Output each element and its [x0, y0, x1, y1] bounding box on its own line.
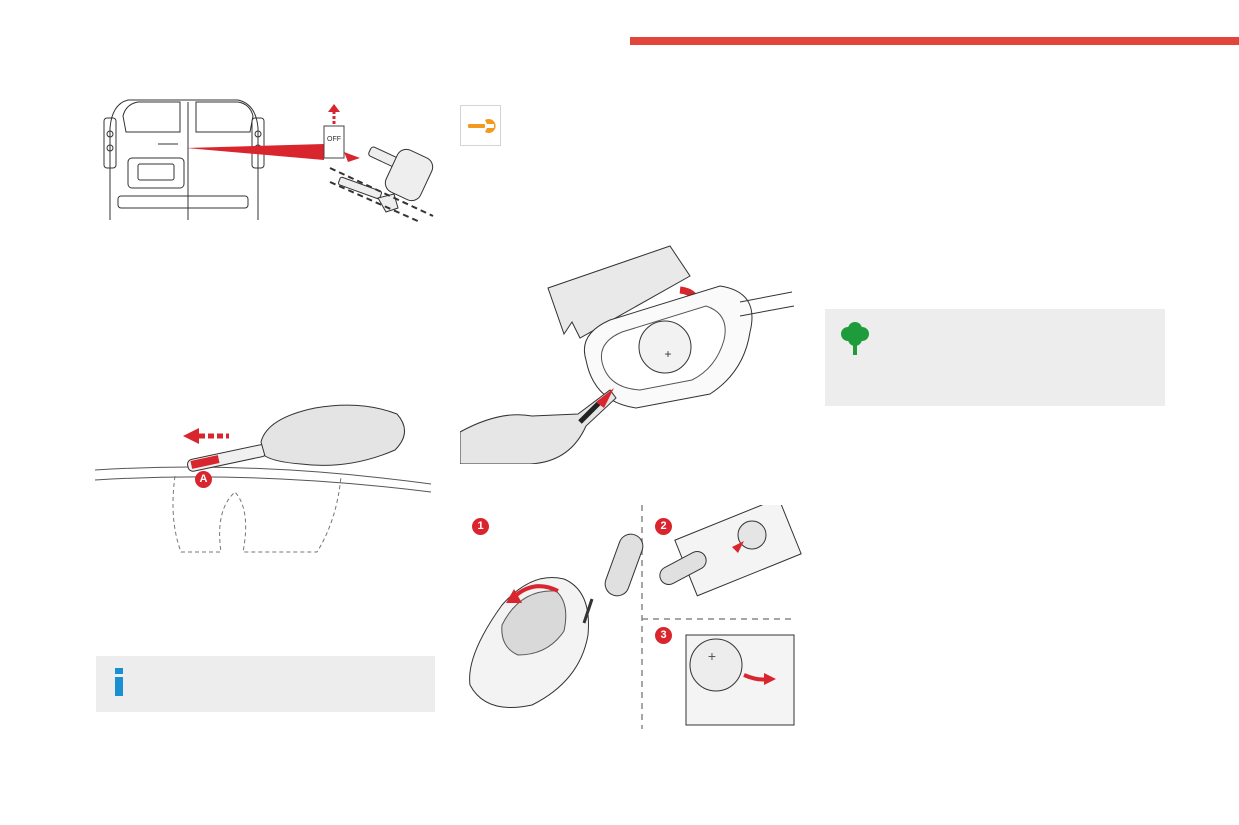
- van-rear-key-illustration: OFF: [103, 99, 434, 223]
- step-1-label: 1: [472, 518, 489, 535]
- off-switch-label: OFF: [327, 136, 341, 143]
- svg-text:+: +: [664, 347, 671, 361]
- tree-icon: [841, 322, 869, 355]
- key-fob-battery-illustration: +: [460, 245, 795, 464]
- step-3-label: 3: [655, 627, 672, 644]
- callout-a-label: A: [195, 471, 212, 488]
- section-header-bar: [630, 37, 1239, 45]
- info-icon: [115, 668, 123, 696]
- wrench-icon: [468, 119, 496, 133]
- svg-text:+: +: [708, 648, 716, 664]
- eco-note-panel: [825, 309, 1165, 406]
- battery-replacement-steps-illustration: +: [469, 505, 802, 729]
- info-note-panel: [96, 656, 435, 712]
- cover-removal-illustration: [95, 404, 432, 553]
- step-2-label: 2: [655, 518, 672, 535]
- maintenance-box: [460, 105, 501, 146]
